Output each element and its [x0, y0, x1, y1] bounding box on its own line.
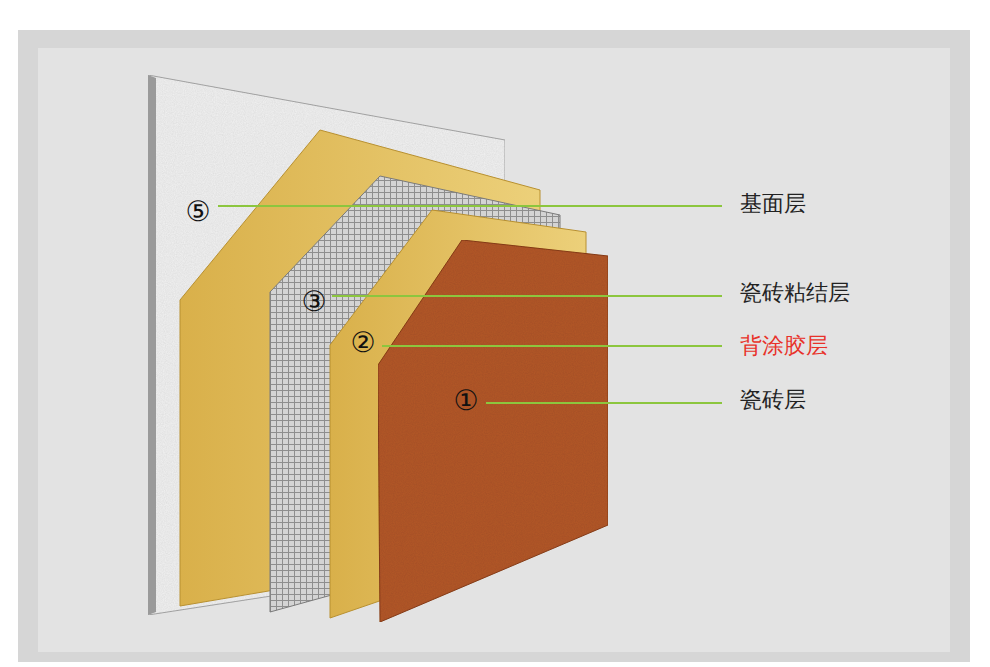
base-layer-edge — [148, 75, 156, 615]
leader-line — [218, 205, 722, 207]
outer-frame — [18, 30, 970, 662]
layer-label: 基面层 — [740, 193, 806, 215]
layer-label: 瓷砖层 — [740, 389, 806, 411]
leader-lines — [218, 206, 722, 403]
callout-number: ③ — [301, 288, 326, 316]
layer-label: 瓷砖粘结层 — [740, 282, 850, 304]
leader-line — [486, 402, 722, 404]
inner-panel — [38, 48, 950, 652]
leader-line — [382, 345, 722, 347]
callout-number: ② — [350, 329, 375, 357]
layer-label: 背涂胶层 — [740, 335, 828, 357]
leader-line — [332, 295, 722, 297]
tile-layer — [378, 240, 608, 622]
callout-number: ⑤ — [185, 198, 210, 226]
callout-number: ① — [453, 387, 478, 415]
